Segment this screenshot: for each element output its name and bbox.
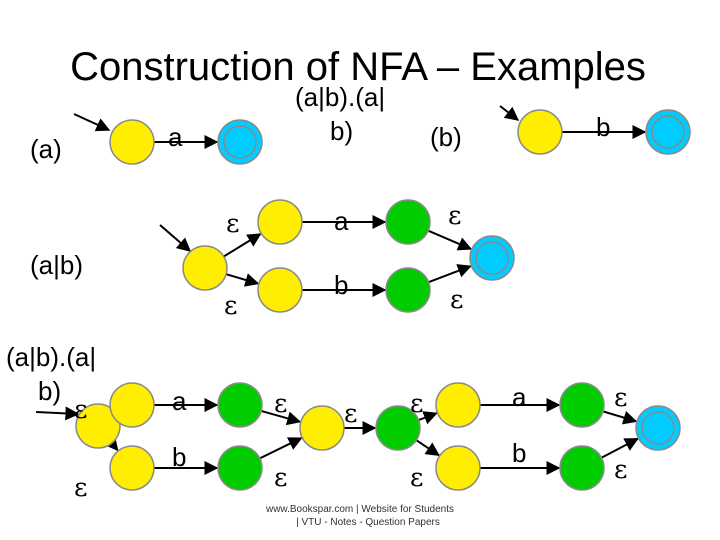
- state: [435, 382, 481, 428]
- sym-epsilon-label: ε: [74, 473, 87, 503]
- sym-a-label: a: [512, 382, 527, 412]
- sym-epsilon-label: ε: [224, 291, 237, 321]
- transition-arrow: [225, 273, 260, 287]
- label-b-part: (b): [430, 122, 462, 152]
- state: [559, 382, 605, 428]
- start-arrow: [73, 113, 111, 132]
- transition-arrow: [223, 233, 262, 258]
- sym-epsilon-label: ε: [410, 463, 423, 493]
- state: [217, 445, 263, 491]
- final-state: [469, 235, 515, 281]
- sym-epsilon-label: ε: [74, 395, 87, 425]
- transition-arrow: [427, 229, 473, 251]
- sym-epsilon-label: ε: [226, 209, 239, 239]
- state: [257, 199, 303, 245]
- transition-arrow: [418, 411, 438, 425]
- sym-a-label: a: [172, 386, 187, 416]
- transition-arrow: [415, 439, 441, 457]
- sym-epsilon-label: ε: [344, 399, 357, 429]
- state: [517, 109, 563, 155]
- transition-arrow: [601, 437, 639, 459]
- state: [385, 267, 431, 313]
- transition-arrow: [260, 409, 302, 426]
- sym-b-label: b: [172, 442, 186, 472]
- state: [217, 382, 263, 428]
- sym-epsilon-label: ε: [448, 201, 461, 231]
- state: [109, 119, 155, 165]
- state: [75, 403, 121, 449]
- transition-arrow: [428, 264, 472, 284]
- sym-epsilon-label: ε: [274, 389, 287, 419]
- transition-arrow: [104, 435, 119, 452]
- state: [559, 445, 605, 491]
- sym-epsilon-label: ε: [614, 383, 627, 413]
- sym-epsilon-label: ε: [410, 389, 423, 419]
- state: [375, 405, 421, 451]
- state: [257, 267, 303, 313]
- state: [182, 245, 228, 291]
- sym-epsilon-label: ε: [274, 463, 287, 493]
- label-combined-left-line2: b): [38, 376, 61, 406]
- sym-b-label: b: [596, 112, 610, 142]
- start-arrow: [35, 406, 80, 421]
- sym-a-label: a: [168, 122, 183, 152]
- label-a-part: (a): [30, 134, 62, 164]
- start-arrow: [499, 105, 520, 121]
- state: [385, 199, 431, 245]
- label-combined-top-line2: b): [330, 116, 353, 146]
- transition-arrow: [602, 410, 638, 425]
- page-title: Construction of NFA – Examples: [70, 45, 646, 89]
- label-ab-part: (a|b): [30, 250, 83, 280]
- state: [299, 405, 345, 451]
- footer-line1: www.Bookspar.com | Website for Students: [265, 504, 454, 515]
- transition-arrow: [259, 437, 303, 460]
- footer-line2: | VTU - Notes - Question Papers: [296, 517, 440, 528]
- label-combined-left-line1: (a|b).(a|: [6, 342, 96, 372]
- final-state: [217, 119, 263, 165]
- state: [435, 445, 481, 491]
- label-combined-top-line1: (a|b).(a|: [295, 82, 385, 112]
- sym-b-label: b: [334, 270, 348, 300]
- sym-epsilon-label: ε: [614, 455, 627, 485]
- sym-a-label: a: [334, 206, 349, 236]
- final-state: [635, 405, 681, 451]
- sym-epsilon-label: ε: [450, 285, 463, 315]
- state: [109, 445, 155, 491]
- sym-b-label: b: [512, 438, 526, 468]
- start-arrow: [159, 224, 192, 252]
- final-state: [645, 109, 691, 155]
- state: [109, 382, 155, 428]
